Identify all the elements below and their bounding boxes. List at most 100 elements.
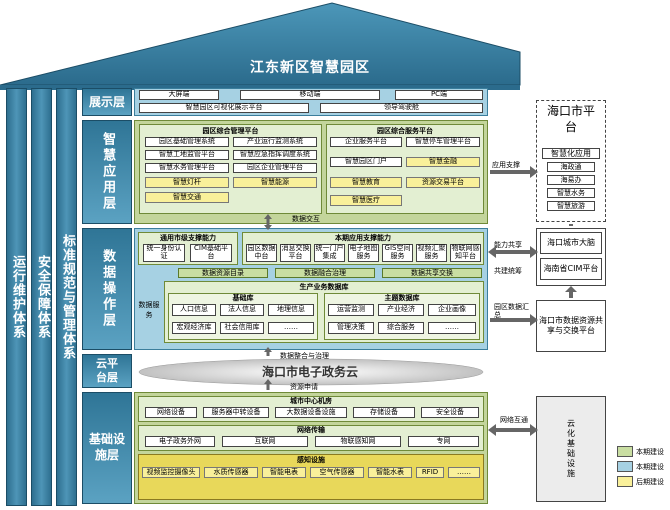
app-box: 园区企业管理平台 [233,163,317,173]
support-box: CIM基础平台 [190,244,232,262]
app-box-later: 资源交易平台 [406,177,480,188]
park-data-summary-label: 园区数据汇总 [494,303,529,320]
app-box: 智慧应急指挥调度系统 [233,150,317,160]
data-integration-label: 数据整合与治理 [280,352,329,360]
pillar-operation: 运行维护体系 [6,88,27,506]
pillar-security-label: 安全保障体系 [34,255,50,339]
infra-box: 安全设备 [421,407,479,418]
legend-swatch-yellow [617,476,633,487]
app-box: 智慧水务管理平台 [145,163,229,173]
support-box: 物联网感知平台 [450,244,481,262]
app-box-later: 智慧交通 [145,192,229,203]
cockpit-box: 领导驾驶舱 [320,103,483,113]
data-exchange-label: 数据交互 [292,215,320,223]
machine-room-title: 城市中心机房 [290,397,332,405]
legend-label: 本期建设 [636,448,664,456]
cloud-shape [138,358,484,386]
support-box: 电子地图服务 [348,244,379,262]
city-platform-title-text: 海口市平台 [547,104,596,134]
app-box-later: 智慧灯杆 [145,177,229,188]
data-exchange-platform-box: 海口市数据资源共享与交换平台 [536,300,606,352]
app-box-later: 智慧教育 [330,177,402,188]
general-support-title: 通用市级支撑能力 [160,233,216,242]
city-item: 智慧化应用 [542,148,600,159]
network-title: 网络传输 [297,426,325,434]
db-box: 管理决策 [328,322,374,334]
resource-application-label: 资源申请 [290,383,318,391]
this-support-title: 本期应用支撑能力 [335,233,391,242]
legend-label: 后期建设 [636,478,664,486]
pillar-operation-label: 运行维护体系 [9,255,25,339]
db-box: 运营监测 [328,304,374,316]
app-layer-label: 智慧应用层 [82,120,132,224]
app-box: 企业服务平台 [330,137,402,147]
app-box-later: 智慧医疗 [330,195,402,206]
big-screen-box: 大屏端 [139,90,219,100]
base-db-title: 基础库 [232,294,254,302]
db-box: 社会信用库 [220,322,264,334]
city-item: 海政通 [547,162,595,172]
db-box: 地理信息 [268,304,314,316]
infra-box: 电子政务外网 [145,436,215,447]
mobile-box: 移动端 [240,90,380,100]
city-brain-box: 海口城市大脑 [540,232,602,254]
data-service-label: 数据服务 [138,301,160,319]
infra-box: 物联感知网 [315,436,401,447]
infra-box: 专网 [408,436,479,447]
perception-title: 感知设施 [297,456,325,464]
arrow-exchange-to-brain [565,286,577,298]
network-connection-label: 网络互通 [500,416,528,424]
sensor-box: 水质传感器 [204,467,258,478]
app-support-label: 应用支撑 [492,161,520,169]
data-row-box: 数据共享交换 [382,268,482,278]
infra-layer-label: 基础设施层 [82,392,132,504]
db-box: 法人信息 [220,304,264,316]
integrated-mgmt-title: 园区综合管理平台 [202,126,259,135]
visual-platform-box: 智慧园区可视化展示平台 [139,103,309,113]
data-row-box: 数据融合治理 [275,268,375,278]
app-box: 产业运行监测系统 [233,137,317,147]
pillar-standards: 标准规范与管理体系 [56,88,77,506]
display-layer-label: 展示层 [82,88,132,116]
theme-db-title: 主题数据库 [384,294,420,302]
support-box: 视频汇聚服务 [416,244,447,262]
app-box: 园区基础管理系统 [145,137,229,147]
page-title: 江东新区智慧园区 [250,60,370,76]
support-box: GIS空间服务 [382,244,413,262]
city-item: 智慧旅游 [547,201,595,211]
co-construction-label: 共建统筹 [494,267,522,275]
infra-box: 大数据设备设施 [275,407,347,418]
support-box: 统一门户集成 [314,244,345,262]
app-box-later: 智慧能源 [233,177,317,188]
pillar-standards-label: 标准规范与管理体系 [59,234,75,360]
db-box: …… [428,322,476,334]
data-layer-label: 数据操作层 [82,228,132,350]
app-box: 智慧园区门户 [330,157,402,167]
cloud-infra-box: 云化基础设施 [536,396,606,502]
infra-box: 服务器中转设备 [203,407,269,418]
app-box: 智慧工地监管平台 [145,150,229,160]
legend-label: 本期建设 [636,463,664,471]
cloud-name: 海口市电子政务云 [261,364,358,379]
sensor-box: 视频监控摄像头 [142,467,200,478]
city-item: 智慧水务 [547,188,595,198]
infra-box: 网络设备 [145,407,197,418]
ability-share-label: 能力共享 [494,241,522,249]
cloud-layer-label: 云平台层 [82,354,132,388]
city-item: 海易办 [547,175,595,185]
pc-box: PC端 [395,90,483,100]
integrated-service-title: 园区综合服务平台 [377,126,433,135]
db-box: 人口信息 [172,304,216,316]
legend-swatch-green [617,446,633,457]
arrow-network [488,424,538,436]
db-box: 产业经济 [378,304,424,316]
production-db-title: 生产业务数据库 [299,282,349,291]
app-box: 智慧停车管理平台 [406,137,480,147]
support-box: 统一身份认证 [143,244,185,262]
infra-box: 存储设备 [353,407,415,418]
legend-swatch-blue [617,461,633,472]
sensor-box: 空气传感器 [310,467,364,478]
db-box: 宏观经济库 [172,322,216,334]
cloud-layer-label-text: 云平台层 [96,356,118,384]
data-row-box: 数据资源目录 [178,268,268,278]
